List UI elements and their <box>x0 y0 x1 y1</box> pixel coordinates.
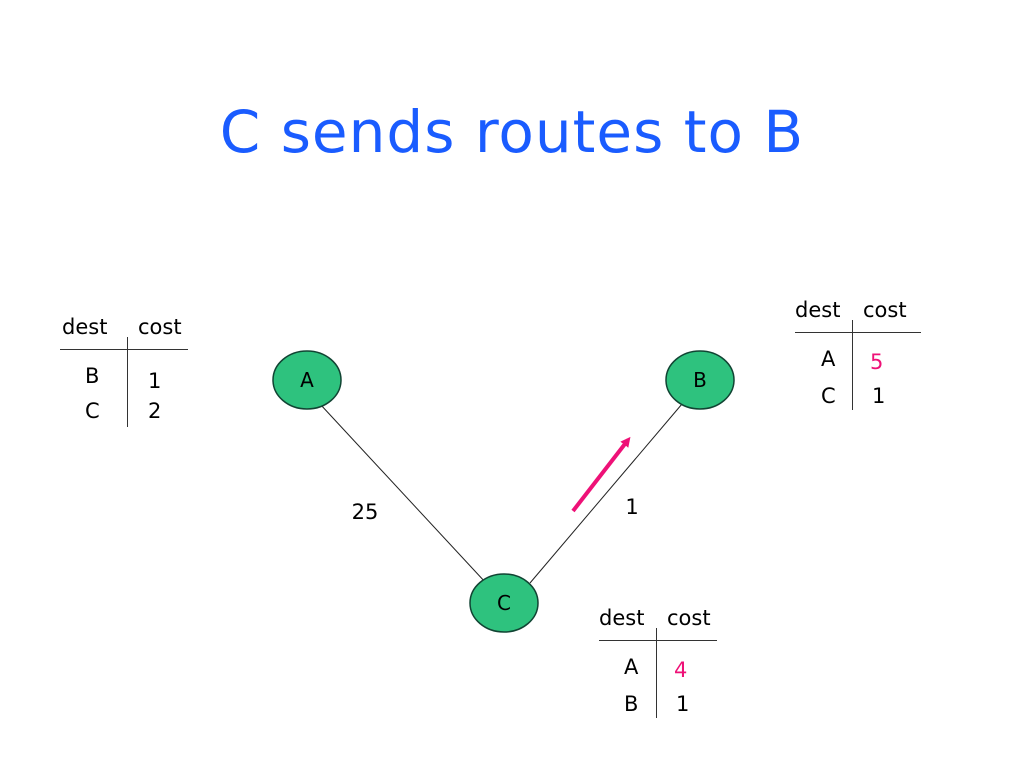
route-advertisement-arrow <box>571 436 631 513</box>
table-row-cost-updated: 4 <box>674 658 688 682</box>
table-divider-vertical <box>127 337 128 427</box>
table-row-cost: 1 <box>872 384 886 408</box>
routing-table-a: dest cost B 1 C 2 <box>60 315 200 430</box>
node-a-label: A <box>300 368 314 392</box>
table-header-dest: dest <box>599 606 645 630</box>
table-row-cost: 2 <box>148 399 162 423</box>
node-b-label: B <box>693 368 707 392</box>
table-divider-vertical <box>656 628 657 718</box>
table-divider-horizontal <box>60 349 188 350</box>
edge-b-c-cost: 1 <box>625 495 638 519</box>
table-header-cost: cost <box>667 606 711 630</box>
table-row-dest: C <box>821 384 836 408</box>
table-divider-horizontal <box>795 332 921 333</box>
table-divider-horizontal <box>599 640 717 641</box>
node-b[interactable] <box>665 350 735 410</box>
node-c-label: C <box>497 591 511 615</box>
table-row-dest: A <box>821 347 836 371</box>
table-header-dest: dest <box>795 298 841 322</box>
table-row-dest: A <box>624 655 639 679</box>
edge-a-c-cost: 25 <box>352 500 379 524</box>
table-header-cost: cost <box>863 298 907 322</box>
node-c[interactable] <box>469 573 539 633</box>
table-row-cost-updated: 5 <box>870 350 884 374</box>
table-header-cost: cost <box>138 315 182 339</box>
edge-b-c <box>529 403 683 584</box>
routing-table-b: dest cost A 5 C 1 <box>795 298 935 413</box>
table-divider-vertical <box>852 320 853 410</box>
edge-a-c <box>319 403 487 584</box>
node-a[interactable] <box>272 350 342 410</box>
routing-table-c: dest cost A 4 B 1 <box>599 606 739 721</box>
table-row-cost: 1 <box>676 692 690 716</box>
table-header-dest: dest <box>62 315 108 339</box>
table-row-dest: B <box>85 364 100 388</box>
table-row-dest: B <box>624 692 639 716</box>
table-row-dest: C <box>85 399 100 423</box>
table-row-cost: 1 <box>148 369 162 393</box>
slide-title: C sends routes to B <box>219 98 805 166</box>
